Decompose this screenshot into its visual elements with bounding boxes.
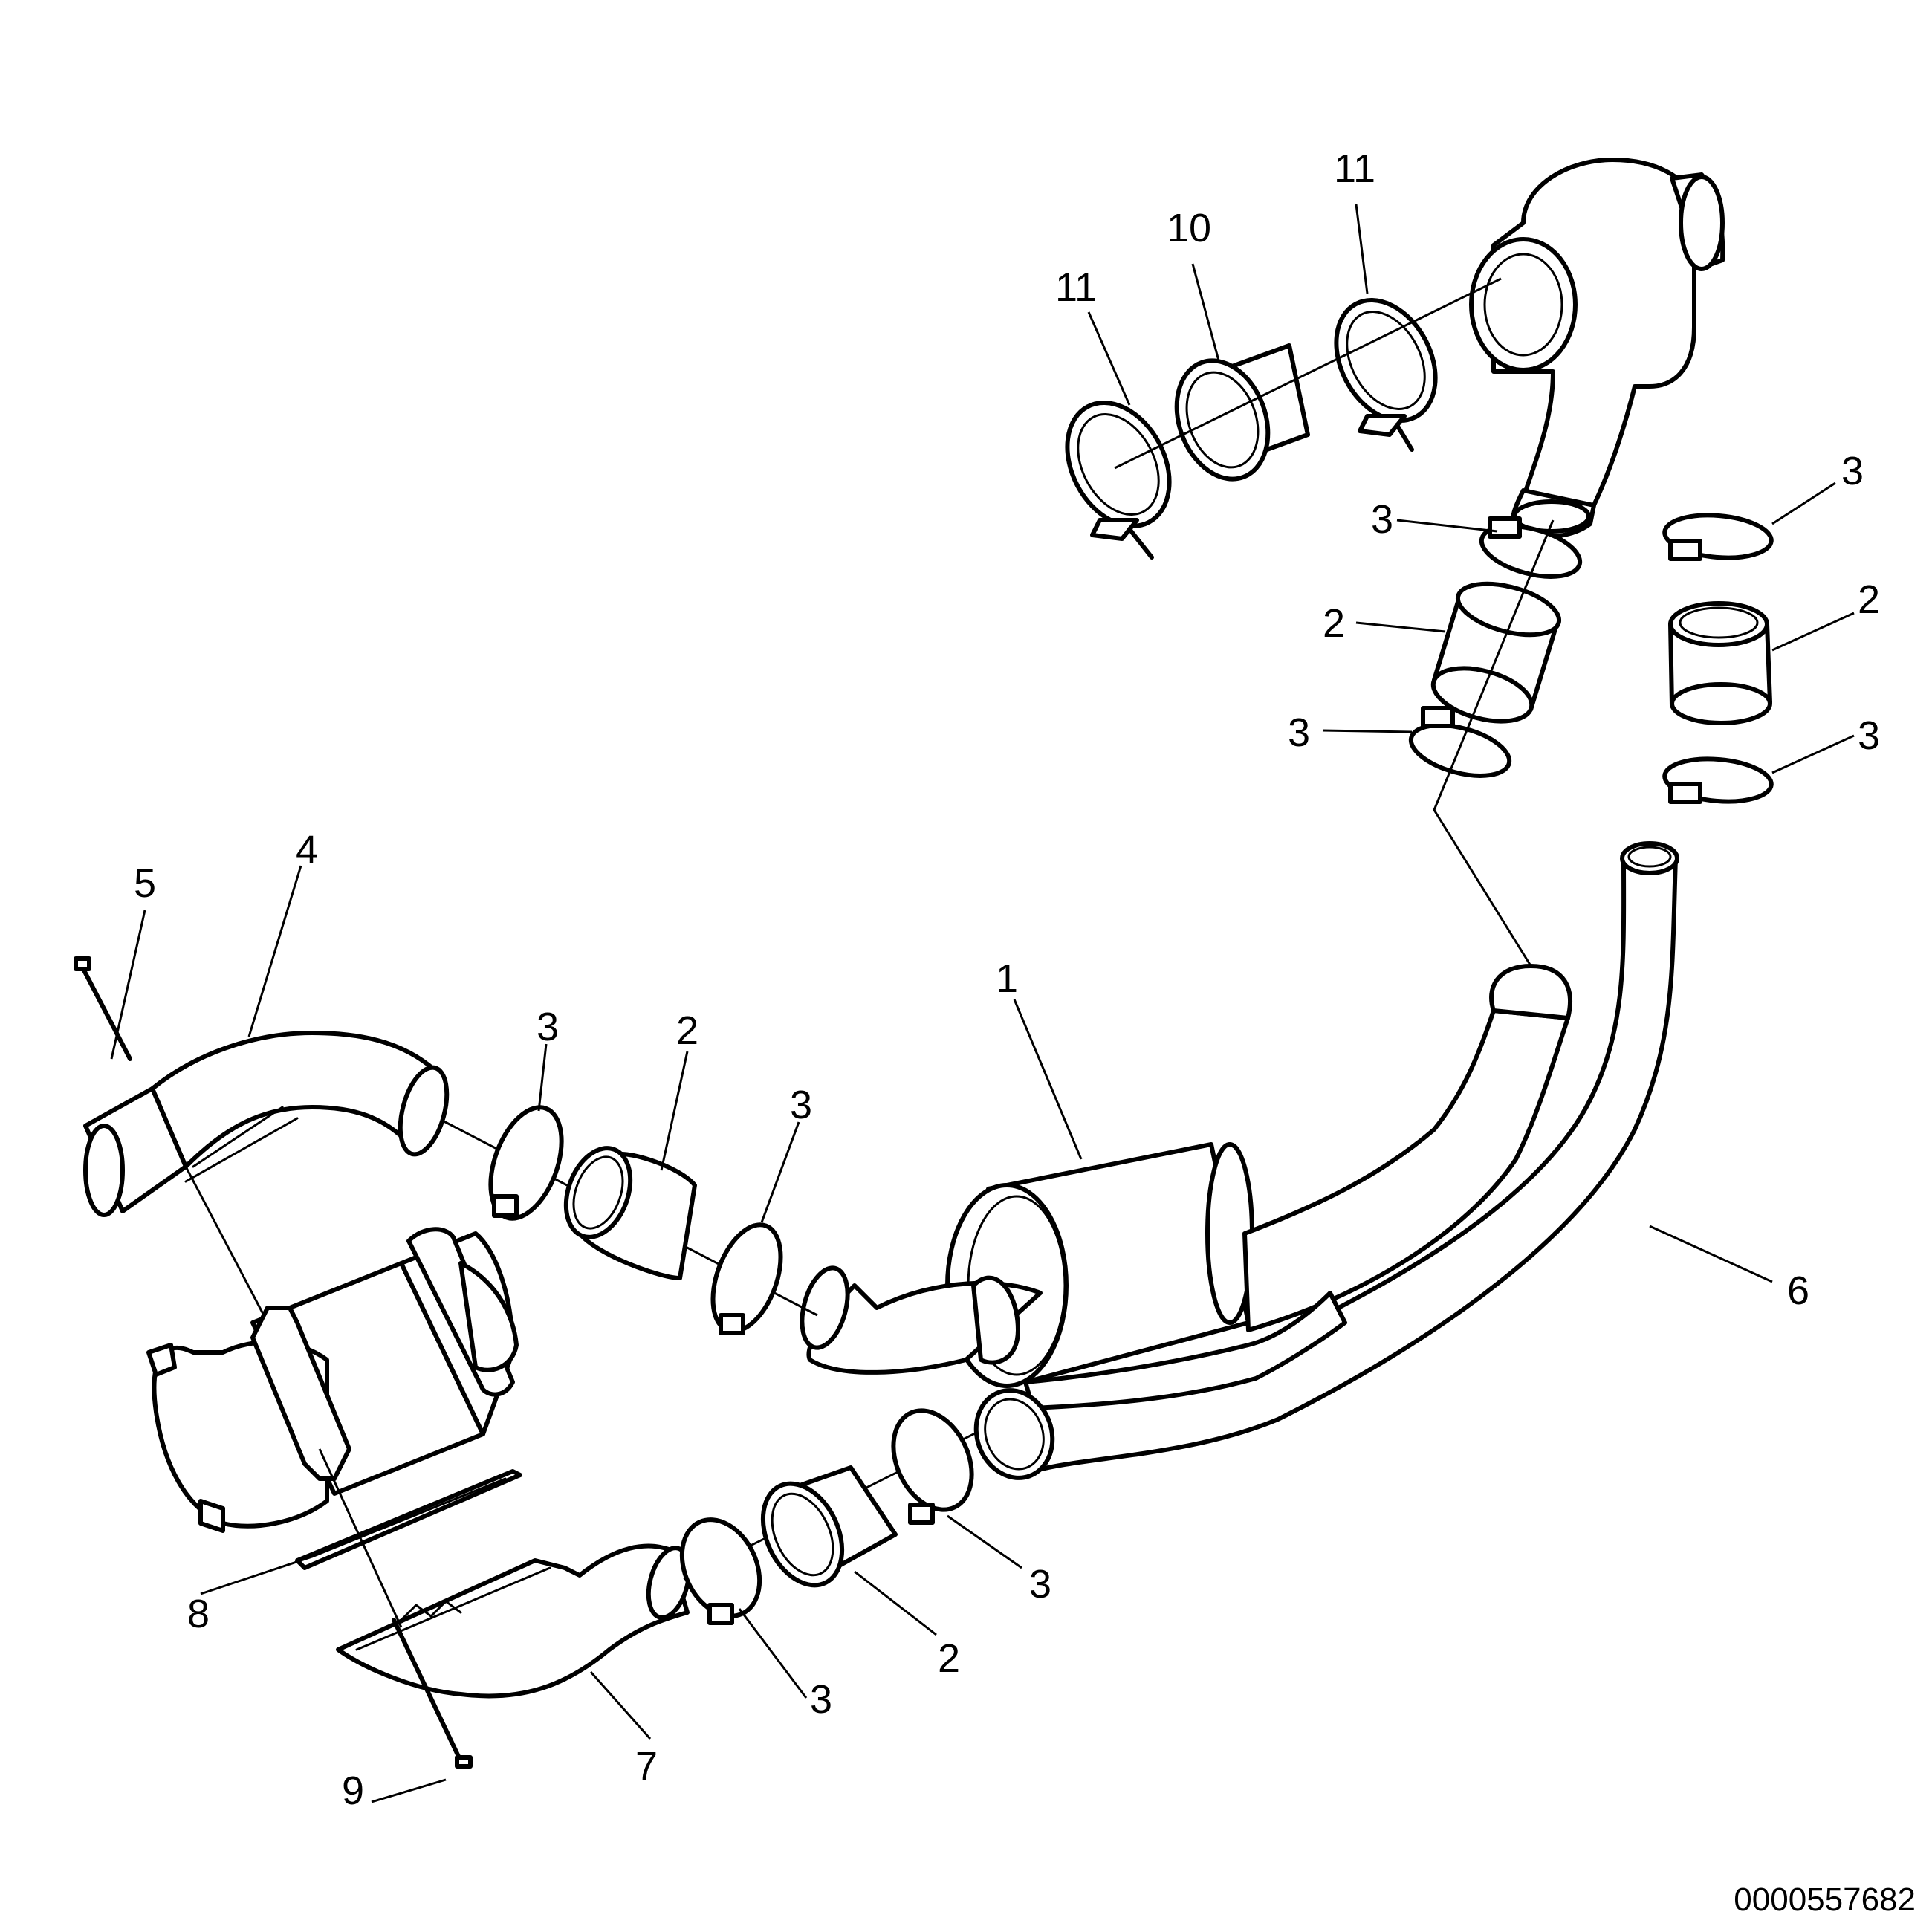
muffler-1 [800,964,1572,1410]
callout-7: 7 [635,1744,658,1789]
axis-line-upper-clamps [1114,277,1502,470]
hose-clamp-3-right-upper [1662,513,1774,561]
clamp-11-left [1065,401,1172,560]
clamp-11-right [1334,298,1438,452]
callout-10: 10 [1167,206,1211,250]
callout-4: 4 [296,828,318,872]
hose-2-bottom [760,1465,898,1588]
hose-clamp-3-right-lower [1662,756,1774,804]
callout-11-right: 11 [1334,146,1375,191]
bolt-5 [74,956,132,1061]
callout-3-bottom-right: 3 [1029,1562,1051,1607]
callout-8: 8 [187,1592,210,1636]
sleeve-10 [1174,343,1310,482]
callout-2-mid: 2 [676,1008,698,1053]
callout-3-mid-left: 3 [537,1005,559,1049]
callout-2-bottom: 2 [938,1636,960,1681]
hose-clamp-3-mid-left [488,1105,564,1221]
catalyst-housing [146,1227,519,1533]
callout-3-bottom-left: 3 [810,1677,832,1722]
hose-2-mid [563,1146,697,1280]
gasket-8 [295,1469,522,1570]
hose-clamp-3-top-upper [1479,516,1583,579]
callout-5: 5 [134,861,156,906]
callout-9: 9 [342,1769,364,1813]
axis-line-pipe4-catalyst [184,1166,265,1316]
callout-2-right: 2 [1858,577,1880,622]
hose-clamp-3-top-lower [1408,706,1512,778]
turbo-elbow-housing [1469,158,1725,539]
callout-2-top: 2 [1323,601,1345,646]
pipe-6-lower-end-inner [984,1398,1045,1471]
callout-6: 6 [1787,1268,1809,1313]
hose-clamp-3-mid-right [710,1222,783,1335]
callout-3-right-lower: 3 [1858,713,1880,758]
callout-1: 1 [996,956,1018,1001]
callout-labels: 1 2 2 2 2 3 3 3 3 3 3 3 3 4 5 6 7 8 9 10… [134,146,1880,1813]
callout-11-left: 11 [1055,265,1097,310]
exhaust-pipe-4 [83,1031,450,1217]
callout-leaders [110,204,1855,1803]
axis-line-catalyst-pipe7 [318,1448,403,1628]
exhaust-pipe-7 [336,1543,692,1699]
hose-2-right [1668,601,1772,725]
axis-line-upper-hose [1433,519,1555,996]
callout-3-top-upper: 3 [1371,497,1393,542]
callout-3-top-lower: 3 [1288,710,1310,755]
callout-3-mid-right: 3 [790,1083,812,1127]
callout-3-right-upper: 3 [1841,449,1864,493]
bolt-9 [392,1618,473,1769]
drawing-number: 0000557682 [1734,1881,1916,1918]
hose-clamp-3-bottom-right [891,1408,974,1525]
